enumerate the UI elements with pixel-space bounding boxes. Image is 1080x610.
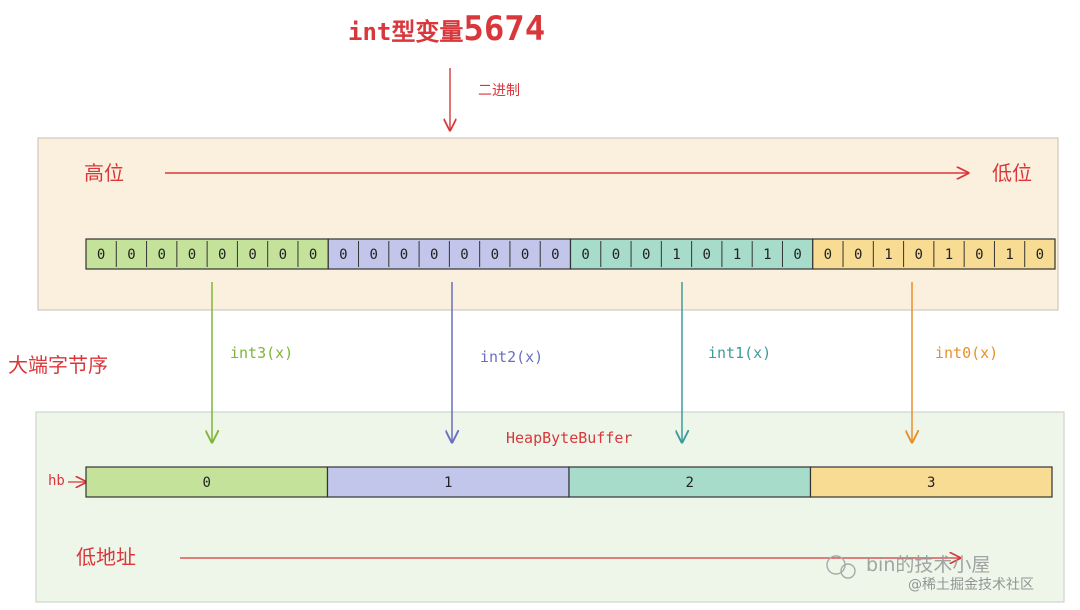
high-order-region bbox=[37, 137, 1059, 311]
buffer-index-2: 2 bbox=[686, 475, 694, 491]
high-label: 高位 bbox=[84, 161, 124, 185]
bit-cell: 0 bbox=[339, 247, 347, 263]
bit-cell: 0 bbox=[309, 247, 317, 263]
byte-label-2: int1(x) bbox=[708, 344, 771, 362]
low-address-label: 低地址 bbox=[76, 545, 136, 569]
buffer-index-1: 1 bbox=[444, 475, 452, 491]
bit-cell: 0 bbox=[975, 247, 983, 263]
bit-cell: 0 bbox=[824, 247, 832, 263]
bit-cell: 1 bbox=[884, 247, 892, 263]
title-text: int型变量5674 bbox=[348, 9, 545, 49]
bit-cell: 1 bbox=[1005, 247, 1013, 263]
watermark-wechat-icon-small bbox=[840, 563, 856, 579]
buffer-region bbox=[35, 411, 1065, 603]
buffer-cell-3 bbox=[809, 466, 1053, 498]
bit-cell: 0 bbox=[521, 247, 529, 263]
bit-cell: 0 bbox=[430, 247, 438, 263]
buffer-cell-0 bbox=[85, 466, 329, 498]
bit-cell: 0 bbox=[1036, 247, 1044, 263]
bits-row: 0 0 0 0 0 0 0 0 0 0 0 0 0 0 0 0 0 0 0 1 0 1 1 0 0 0 1 0 1 0 1 0 bbox=[85, 238, 1056, 270]
bit-cell: 0 bbox=[97, 247, 105, 263]
byte-label-1: int2(x) bbox=[480, 348, 543, 366]
bit-cell: 0 bbox=[218, 247, 226, 263]
bit-cell: 0 bbox=[400, 247, 408, 263]
bit-cell: 0 bbox=[491, 247, 499, 263]
low-label: 低位 bbox=[992, 161, 1032, 185]
buffer-title: HeapByteBuffer bbox=[506, 429, 632, 447]
hb-label: hb bbox=[48, 473, 65, 489]
bit-cell: 0 bbox=[127, 247, 135, 263]
bit-cell: 0 bbox=[157, 247, 165, 263]
bit-cell: 0 bbox=[703, 247, 711, 263]
buffer-cell-2 bbox=[568, 466, 812, 498]
bit-cell: 0 bbox=[793, 247, 801, 263]
bit-cell: 0 bbox=[612, 247, 620, 263]
bit-cell: 0 bbox=[248, 247, 256, 263]
buffer-index-0: 0 bbox=[203, 475, 211, 491]
bit-cell: 0 bbox=[581, 247, 589, 263]
bit-cell: 0 bbox=[915, 247, 923, 263]
bit-cell: 1 bbox=[672, 247, 680, 263]
watermark-line1: bin的技术小屋 bbox=[866, 554, 990, 576]
byte-arrows: int3(x) int2(x) int1(x) int0(x) bbox=[212, 282, 998, 442]
bit-cell: 1 bbox=[763, 247, 771, 263]
watermark-line2: @稀土掘金技术社区 bbox=[908, 577, 1034, 593]
byte-label-3: int0(x) bbox=[935, 344, 998, 362]
binary-label: 二进制 bbox=[478, 83, 520, 99]
title-prefix: int型变量 bbox=[348, 18, 463, 46]
bit-cell: 0 bbox=[460, 247, 468, 263]
byte-label-0: int3(x) bbox=[230, 344, 293, 362]
bit-cell: 0 bbox=[551, 247, 559, 263]
bit-cell: 1 bbox=[733, 247, 741, 263]
title-value: 5674 bbox=[463, 9, 545, 49]
bit-cell: 0 bbox=[642, 247, 650, 263]
bit-cell: 0 bbox=[854, 247, 862, 263]
bit-cell: 0 bbox=[188, 247, 196, 263]
buffer-index-3: 3 bbox=[927, 475, 935, 491]
buffer-cells: 0 1 2 3 bbox=[85, 466, 1053, 498]
bit-cell: 1 bbox=[945, 247, 953, 263]
bit-cell: 0 bbox=[279, 247, 287, 263]
bit-cell: 0 bbox=[369, 247, 377, 263]
endianness-label: 大端字节序 bbox=[8, 353, 108, 377]
